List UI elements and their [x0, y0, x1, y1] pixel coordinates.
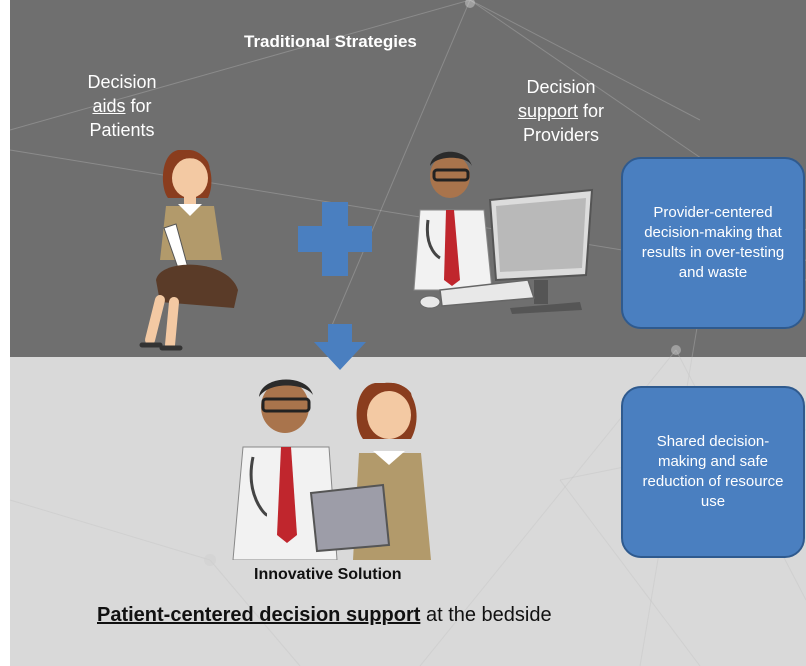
patients-label-line1: Decision	[87, 72, 157, 92]
for-word: for	[125, 96, 152, 116]
bedside-text: at the bedside	[425, 604, 552, 626]
bedside-caption: Patient-centered decision support at the…	[97, 604, 552, 627]
down-arrow-icon	[314, 324, 366, 370]
for-word: for	[578, 101, 605, 121]
provider-centered-box: Provider-centered decision-making that r…	[621, 157, 805, 329]
shared-decision-box: Shared decision-making and safe reductio…	[621, 386, 805, 558]
plus-icon	[298, 202, 372, 276]
providers-label-line2: support for	[506, 99, 616, 123]
providers-label-line1: Decision	[526, 77, 596, 97]
innovative-solution-label: Innovative Solution	[254, 566, 402, 583]
aids-word: aids	[92, 96, 126, 116]
providers-label-line3: Providers	[522, 125, 600, 145]
traditional-strategies-title: Traditional Strategies	[244, 32, 417, 51]
providers-label: Decision support for Providers	[506, 75, 616, 147]
provider-computer-illustration	[413, 151, 594, 314]
support-word: support	[517, 101, 579, 121]
patients-label-line3: Patients	[89, 120, 155, 140]
patient-centered-emphasis: Patient-centered decision support	[97, 604, 421, 626]
patients-label-line2: aids for	[72, 94, 172, 118]
shared-decision-illustration	[232, 379, 431, 560]
patient-reading-illustration	[139, 150, 238, 351]
patients-label: Decision aids for Patients	[72, 70, 172, 142]
